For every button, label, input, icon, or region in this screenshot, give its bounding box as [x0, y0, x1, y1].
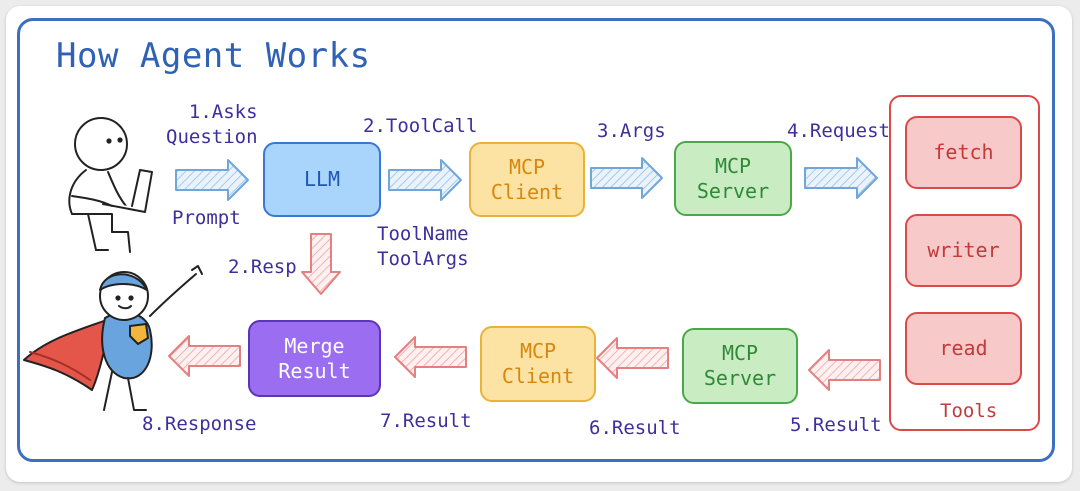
llm-node: LLM — [263, 142, 381, 217]
label-resp: 2.Resp — [228, 256, 297, 278]
label-result-6: 6.Result — [589, 417, 681, 439]
label-request: 4.Request — [787, 120, 890, 142]
tool-writer: writer — [905, 214, 1022, 287]
merge-result-node: Merge Result — [248, 320, 381, 397]
diagram-title: How Agent Works — [56, 36, 371, 76]
arrow-client-to-merge — [394, 336, 467, 378]
label-asks-question: 1.Asks Question — [166, 101, 258, 148]
superhero-icon — [23, 265, 203, 411]
arrow-server-to-tools — [804, 157, 878, 199]
arrow-server-to-client — [596, 337, 669, 379]
arrow-llm-resp-down — [301, 233, 341, 295]
label-result-7: 7.Result — [380, 410, 472, 432]
label-result-5: 5.Result — [790, 414, 882, 436]
tools-group-label: Tools — [940, 400, 998, 422]
mcp-server-top-node: MCP Server — [674, 141, 792, 216]
diagram-card — [6, 6, 1072, 482]
person-with-laptop-icon — [68, 117, 153, 253]
label-args: 3.Args — [597, 120, 666, 142]
arrow-user-to-llm — [175, 159, 249, 201]
arrow-llm-to-client — [388, 159, 462, 201]
tool-read: read — [905, 312, 1022, 385]
label-response-8: 8.Response — [142, 413, 257, 435]
diagram-frame — [17, 18, 1055, 462]
label-toolname-toolargs: ToolName ToolArgs — [377, 223, 469, 270]
arrow-merge-to-user — [168, 335, 241, 377]
mcp-client-bottom-node: MCP Client — [480, 326, 596, 402]
arrow-client-to-server — [590, 157, 663, 199]
label-toolcall: 2.ToolCall — [363, 115, 478, 137]
mcp-client-top-node: MCP Client — [469, 142, 585, 217]
tool-fetch: fetch — [905, 116, 1022, 189]
mcp-server-bottom-node: MCP Server — [682, 328, 798, 404]
arrow-tools-to-server — [808, 349, 881, 391]
tools-group — [889, 95, 1040, 431]
label-prompt: Prompt — [172, 207, 241, 229]
